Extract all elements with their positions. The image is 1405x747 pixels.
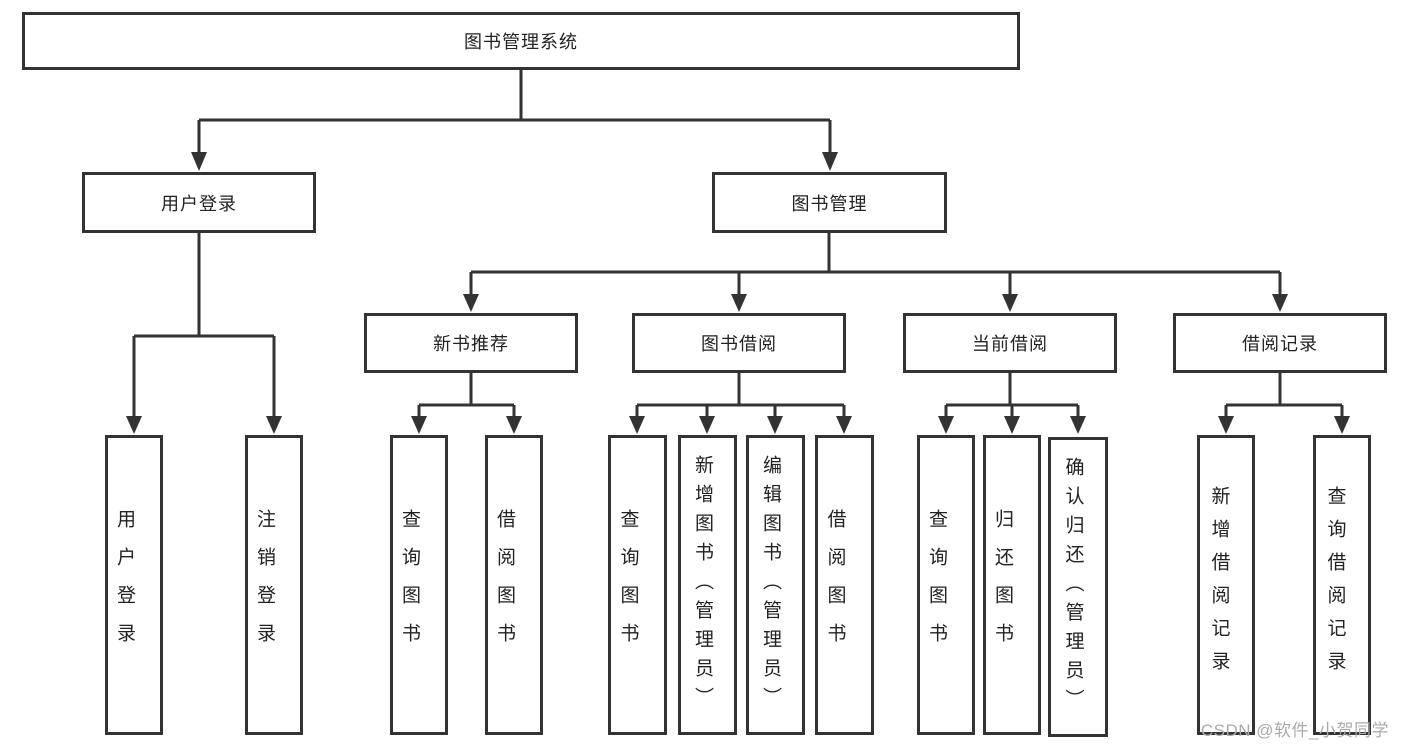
node-root-system: 图书管理系统 — [22, 12, 1020, 70]
node-label: 查询借阅记录 — [1324, 486, 1346, 684]
node-label: 图书管理系统 — [464, 32, 578, 52]
leaf-borrow-query-books: 查询图书 — [608, 435, 667, 735]
node-label: 查询图书 — [399, 509, 420, 661]
leaf-borrow-add-books-admin: 新增图书（管理员） — [678, 435, 737, 735]
node-label: 查询图书 — [926, 509, 947, 661]
node-label: 借阅图书 — [824, 509, 846, 661]
leaf-query-borrow-record: 查询借阅记录 — [1313, 435, 1371, 735]
leaf-borrow-borrow-books: 借阅图书 — [815, 435, 874, 735]
node-label: 新书推荐 — [433, 334, 509, 354]
leaf-borrow-edit-books-admin: 编辑图书（管理员） — [746, 435, 805, 735]
node-label: 新增借阅记录 — [1208, 486, 1230, 684]
node-label: 注销登录 — [254, 509, 275, 661]
leaf-logout: 注销登录 — [245, 435, 303, 735]
node-label: 新增图书（管理员） — [692, 454, 713, 716]
node-label: 编辑图书（管理员） — [760, 454, 781, 716]
node-label: 确认归还（管理员） — [1062, 456, 1084, 718]
node-label: 图书管理 — [791, 193, 868, 214]
leaf-user-login: 用户登录 — [105, 435, 163, 735]
leaf-recommend-query-books: 查询图书 — [390, 435, 448, 735]
node-label: 图书借阅 — [701, 334, 777, 354]
leaf-current-confirm-return-admin: 确认归还（管理员） — [1048, 437, 1108, 737]
node-new-book-recommend: 新书推荐 — [364, 313, 578, 373]
leaf-add-borrow-record: 新增借阅记录 — [1197, 435, 1255, 735]
node-label: 用户登录 — [161, 193, 237, 214]
node-label: 用户登录 — [114, 509, 135, 661]
node-user-login: 用户登录 — [82, 172, 316, 233]
csdn-watermark: CSDN @软件_小贺同学 — [1200, 721, 1389, 740]
node-label: 借阅图书 — [494, 509, 515, 661]
node-book-borrowing: 图书借阅 — [632, 313, 846, 373]
leaf-current-query-books: 查询图书 — [917, 435, 975, 735]
node-current-borrowing: 当前借阅 — [903, 313, 1117, 373]
node-label: 归还图书 — [992, 509, 1013, 661]
leaf-current-return-books: 归还图书 — [983, 435, 1041, 735]
node-book-management: 图书管理 — [712, 172, 947, 233]
leaf-recommend-borrow-books: 借阅图书 — [485, 435, 543, 735]
node-borrowing-records: 借阅记录 — [1173, 313, 1387, 373]
node-label: 查询图书 — [617, 509, 639, 661]
node-label: 当前借阅 — [972, 334, 1048, 354]
node-label: 借阅记录 — [1242, 334, 1318, 354]
